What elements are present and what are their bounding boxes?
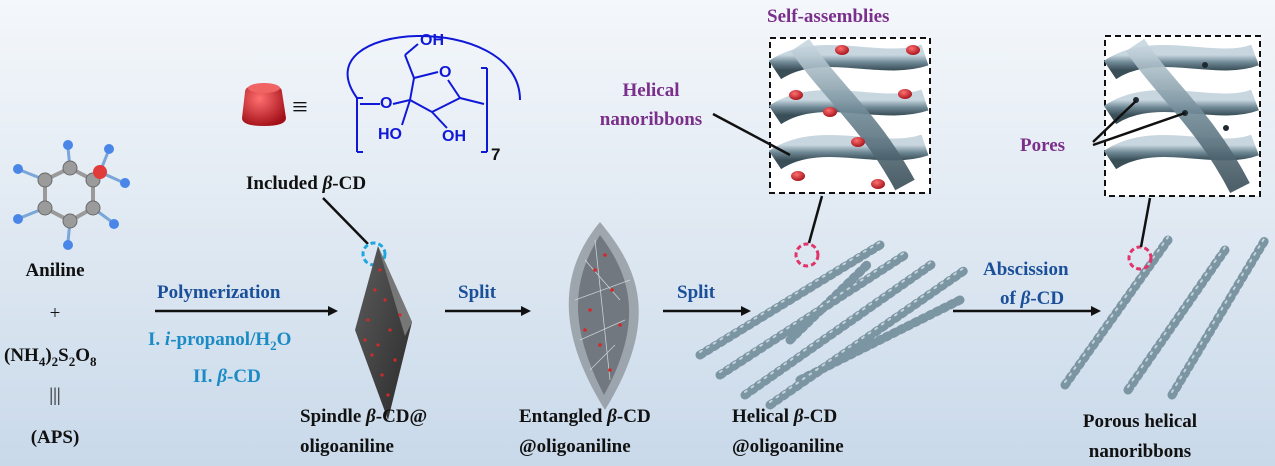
zoom2-connector — [1139, 197, 1152, 248]
zoom-box-self-assemblies — [768, 37, 931, 194]
plus-sign: + — [49, 303, 61, 324]
link-oxygen: O — [380, 95, 393, 112]
aps-formula: (NH4)2S2O8 — [4, 345, 97, 369]
aniline-label: Aniline — [25, 260, 85, 281]
spindle-particle — [355, 246, 412, 420]
zoom1-connector — [807, 195, 824, 244]
porous-label-line2: nanoribbons — [1088, 441, 1192, 462]
self-assemblies-title: Self-assemblies — [767, 6, 890, 27]
porous-highlight-circle — [1127, 245, 1153, 271]
helical-callout-line — [712, 112, 791, 157]
abscission-label-line2: of β-CD — [1000, 288, 1065, 309]
oh-top: OH — [420, 32, 444, 49]
helical-label-line2: @oligoaniline — [732, 436, 844, 457]
entangled-particle — [568, 222, 639, 410]
helical-label-line1: Helical β-CD — [732, 406, 838, 427]
pores-callout: Pores — [1020, 135, 1066, 156]
spindle-label-line2: oligoaniline — [300, 436, 394, 457]
split-label-1: Split — [458, 282, 497, 303]
included-cd-leader — [322, 197, 369, 245]
condition-2: II. β-CD — [193, 366, 261, 387]
oh-bottom: OH — [442, 128, 466, 145]
aps-abbreviation: (APS) — [30, 427, 80, 448]
pores-callout-line-2 — [1092, 111, 1186, 147]
ring-oxygen: O — [439, 64, 452, 81]
entangled-label-line1: Entangled β-CD — [519, 406, 651, 427]
helix-highlight-circle — [794, 242, 820, 268]
condition-1: I. i-propanol/H2O — [148, 329, 292, 353]
equivalence-symbol: ||| — [49, 385, 61, 406]
helical-bundle — [695, 240, 970, 410]
polymerization-label: Polymerization — [157, 282, 281, 303]
porous-ribbons — [1060, 235, 1270, 400]
cd-cup-icon — [242, 83, 286, 126]
abscission-label-line1: Abscission — [983, 259, 1069, 280]
helical-nanoribbons-callout-2: nanoribbons — [599, 109, 703, 130]
cd-structure-drawing — [346, 35, 521, 153]
repeat-count: 7 — [491, 145, 501, 164]
split-label-2: Split — [677, 282, 716, 303]
ho-label: HO — [378, 126, 402, 143]
included-cd-label: Included β-CD — [246, 173, 367, 194]
entangled-label-line2: @oligoaniline — [519, 436, 631, 457]
porous-label-line1: Porous helical — [1082, 411, 1198, 432]
pores-callout-line-1 — [1092, 100, 1137, 143]
aniline-molecule — [13, 140, 130, 250]
spindle-label-line1: Spindle β-CD@ — [300, 406, 428, 427]
equiv-symbol: ≡ — [292, 92, 308, 123]
helical-nanoribbons-callout-1: Helical — [622, 80, 680, 101]
zoom-box-pores — [1103, 35, 1261, 197]
